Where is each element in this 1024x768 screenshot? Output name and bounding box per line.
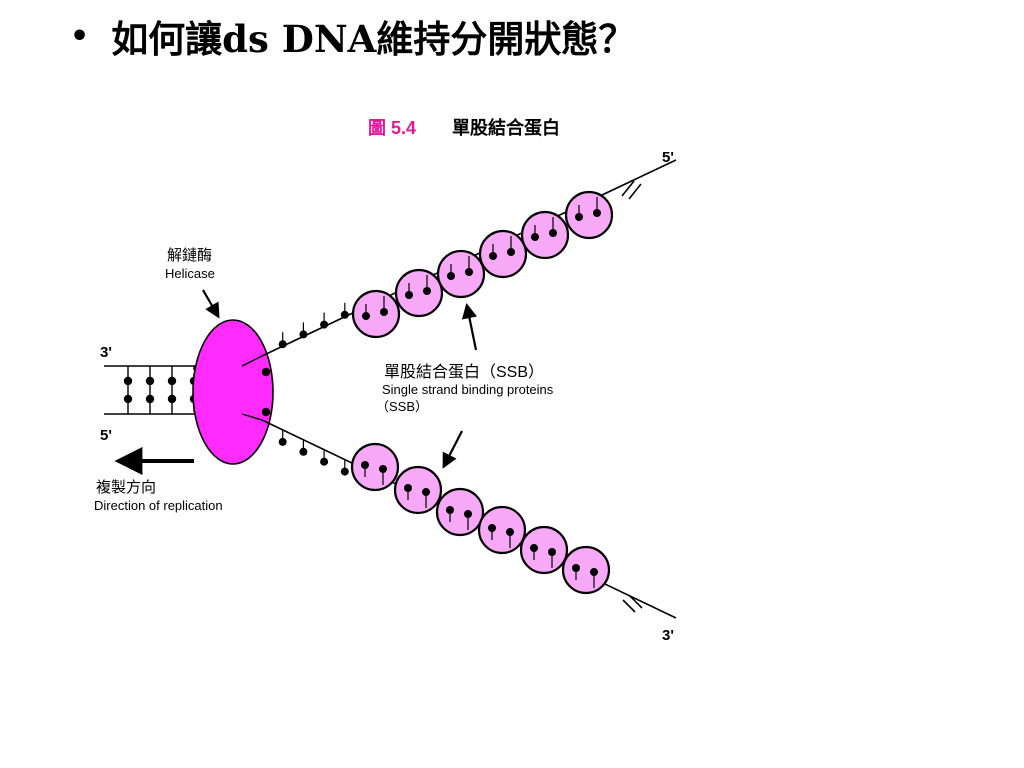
ssb-protein bbox=[350, 442, 400, 492]
ssb-base-dot bbox=[423, 287, 431, 295]
ssb-lower-chain bbox=[350, 442, 611, 595]
ssb-base-dot bbox=[380, 308, 388, 316]
ssb-protein bbox=[393, 465, 443, 515]
ssb-base-dot bbox=[549, 229, 557, 237]
base-dot bbox=[145, 376, 155, 386]
ssb-base-dot bbox=[531, 233, 539, 241]
base-dot bbox=[340, 310, 349, 319]
ssb-protein bbox=[520, 210, 570, 260]
base-dot bbox=[145, 394, 155, 404]
slide-title: • 如何讓ds DNA維持分開狀態？ bbox=[70, 8, 635, 64]
inner-strand-top bbox=[241, 355, 263, 367]
ssb-base-dot bbox=[361, 461, 369, 469]
end-label-left-bottom: 5' bbox=[100, 427, 112, 444]
base-dot bbox=[320, 320, 329, 329]
break-mark-lower-1 bbox=[622, 599, 636, 613]
end-label-right-bottom: 3' bbox=[662, 627, 674, 644]
ssb-label-abbr: （SSB） bbox=[376, 399, 428, 414]
base-dot bbox=[340, 467, 349, 476]
ssb-protein bbox=[477, 505, 527, 555]
ssb-base-dot bbox=[506, 528, 514, 536]
ssb-base-dot bbox=[575, 213, 583, 221]
helicase-arrow bbox=[202, 289, 220, 319]
ssb-protein bbox=[564, 190, 614, 240]
break-mark-upper-2 bbox=[628, 183, 642, 200]
ssb-base-dot bbox=[446, 506, 454, 514]
helicase-bases bbox=[261, 367, 271, 417]
base-dot bbox=[167, 376, 177, 386]
base-dot bbox=[299, 447, 308, 456]
ssb-upper-chain bbox=[351, 190, 614, 339]
ssb-label-en: Single strand binding proteins bbox=[382, 382, 554, 397]
ssb-base-dot bbox=[548, 548, 556, 556]
helicase-label-en: Helicase bbox=[165, 266, 215, 281]
base-dot bbox=[278, 437, 287, 446]
slide-title-text: 如何讓ds DNA維持分開狀態？ bbox=[111, 17, 636, 61]
ssb-arrow-down bbox=[442, 430, 463, 469]
ssb-base-dot bbox=[572, 564, 580, 572]
ssb-protein bbox=[478, 229, 528, 279]
break-mark-upper-1 bbox=[621, 180, 635, 197]
helicase-ellipse bbox=[192, 319, 274, 465]
base-dot bbox=[320, 457, 329, 466]
helicase-inner-strands bbox=[241, 355, 263, 421]
base-dot bbox=[299, 330, 308, 339]
figure-number: 圖 5.4 bbox=[368, 118, 416, 138]
ssb-protein bbox=[561, 545, 611, 595]
figure-caption: 單股結合蛋白 bbox=[452, 117, 560, 138]
ssb-label-zh: 單股結合蛋白（SSB） bbox=[384, 363, 544, 381]
ssb-base-dot bbox=[593, 209, 601, 217]
bullet-dot: • bbox=[70, 18, 90, 54]
exposed-bases bbox=[278, 302, 349, 476]
ssb-base-dot bbox=[590, 568, 598, 576]
ssb-protein bbox=[351, 289, 401, 339]
ssb-base-dot bbox=[405, 291, 413, 299]
inner-strand-bottom bbox=[241, 413, 263, 421]
ssb-base-dot bbox=[362, 312, 370, 320]
base-dot bbox=[167, 394, 177, 404]
ssb-protein bbox=[436, 249, 486, 299]
ssb-base-dot bbox=[379, 465, 387, 473]
direction-label-en: Direction of replication bbox=[94, 498, 223, 513]
ssb-base-dot bbox=[404, 484, 412, 492]
end-label-right-top: 5' bbox=[662, 149, 674, 166]
ssb-base-dot bbox=[465, 268, 473, 276]
ssb-protein bbox=[435, 487, 485, 537]
base-dot bbox=[123, 376, 133, 386]
ssb-protein bbox=[519, 525, 569, 575]
fork-base-dot bbox=[261, 367, 271, 377]
ssb-protein bbox=[394, 268, 444, 318]
ssb-base-dot bbox=[530, 544, 538, 552]
end-label-left-top: 3' bbox=[100, 344, 112, 361]
ssb-base-dot bbox=[488, 524, 496, 532]
strand-break-marks bbox=[621, 180, 643, 613]
break-mark-lower-2 bbox=[629, 595, 643, 609]
fork-base-dot bbox=[261, 407, 271, 417]
base-dot bbox=[278, 340, 287, 349]
ssb-base-dot bbox=[489, 252, 497, 260]
ssb-arrow-up bbox=[461, 302, 478, 351]
helicase-label-zh: 解鏈酶 bbox=[167, 247, 212, 264]
ssb-base-dot bbox=[464, 510, 472, 518]
base-dot bbox=[123, 394, 133, 404]
direction-label-zh: 複製方向 bbox=[96, 479, 156, 496]
ssb-base-dot bbox=[507, 248, 515, 256]
ssb-base-dot bbox=[422, 488, 430, 496]
ssb-base-dot bbox=[447, 272, 455, 280]
